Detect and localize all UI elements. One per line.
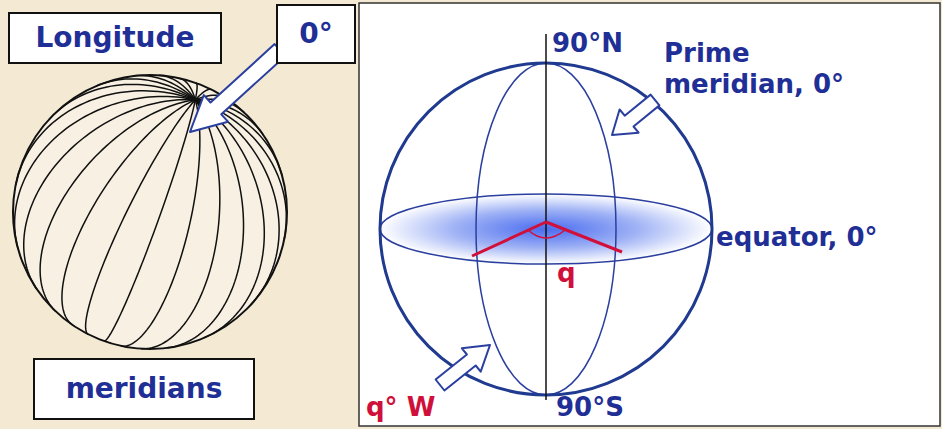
angle-label: q: [557, 258, 576, 289]
caption-box: meridians: [33, 358, 255, 420]
equator-label: equator, 0°: [716, 222, 878, 253]
angle-arc: [528, 230, 565, 238]
panel: [359, 3, 940, 426]
axis-line: [545, 34, 547, 400]
meridian-label: Prime meridian, 0°: [664, 38, 879, 100]
meridian-line: [86, 100, 196, 335]
meridian-line: [141, 100, 220, 349]
meridian-line: [24, 100, 196, 289]
pointer-arrow: [612, 95, 659, 135]
title-box: Longitude: [8, 12, 222, 64]
pointer-arrow: [436, 345, 490, 391]
globe-outline: [13, 75, 287, 349]
pole-label: 90°S: [556, 392, 624, 423]
box-text: 0°: [299, 17, 332, 51]
meridian-line: [62, 100, 195, 325]
meridian-line: [195, 83, 197, 100]
box-text: meridians: [66, 372, 223, 406]
meridian-line: [16, 91, 196, 185]
globe-ground: [13, 75, 287, 349]
box-text: Longitude: [35, 21, 194, 55]
meridian-line: [121, 100, 200, 346]
meridian-line: [195, 100, 279, 305]
angle-ray: [472, 222, 546, 256]
longitude-label: q° W: [366, 392, 435, 423]
degree-box: 0°: [276, 4, 356, 64]
meridian-line: [15, 96, 196, 249]
meridian-lines: [15, 75, 287, 348]
angle-ray: [546, 222, 622, 252]
pole-label: 90°N: [552, 28, 623, 59]
